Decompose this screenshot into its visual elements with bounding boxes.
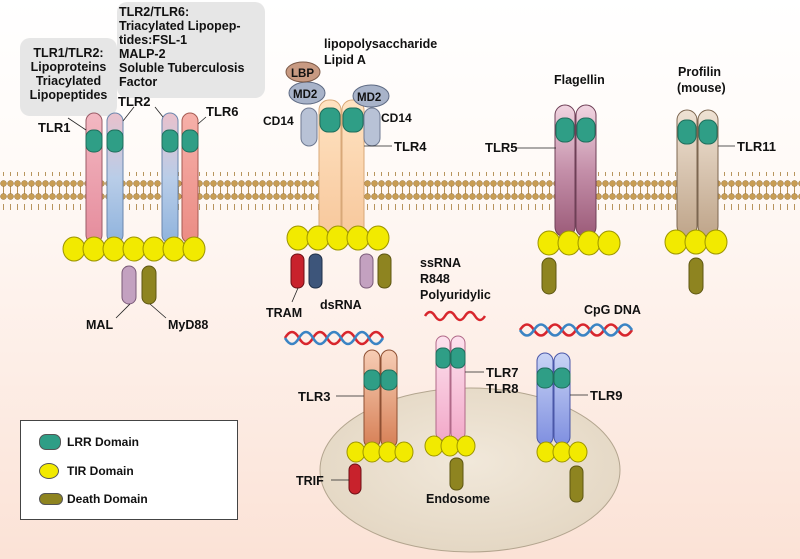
tlr1-tlr2-heterodimer [85,112,124,244]
tlr1-tlr2-ligand-text: TLR1/TLR2: Lipoproteins Triacylated Lipo… [20,46,117,102]
tlr5-death-domain [541,257,557,295]
tlr3-label: TLR3 [298,389,331,404]
ssrna-strand [423,310,487,322]
plasma-membrane [0,172,800,210]
tlr8-label: TLR8 [486,381,519,396]
tir-domains-tlr11 [664,229,728,255]
tir-domain-swatch [39,463,59,479]
domain-legend: LRR Domain TIR Domain Death Domain [20,420,238,520]
lps-label: lipopolysaccharide [324,37,437,51]
tlr4-label: TLR4 [394,139,427,154]
tir-domains-tlr9 [536,441,588,463]
profilin-label: Profilin [678,65,721,79]
callout-line: Lipopeptides [29,88,108,102]
tlr9-dimer [536,352,571,446]
tlr11-death-domain [688,257,704,295]
tlr7-tlr8-dimer [435,335,466,441]
callout-line: tides:FSL-1 [119,33,188,47]
tlr5-dimer [554,104,597,238]
legend-label-death: Death Domain [67,492,148,506]
tram-adaptor [290,253,305,289]
dsrna-helix [283,330,385,346]
tlr2-label: TLR2 [118,94,151,109]
legend-item-tir: TIR Domain [39,462,134,480]
death-domain-swatch [39,493,63,505]
legend-item-death: Death Domain [39,490,148,508]
trif-label: TRIF [296,474,324,488]
r848-label: R848 [420,272,450,286]
md2-right-label: MD2 [357,92,381,104]
tir-domains-tlr4 [286,225,390,251]
tir-domains-tlr5 [537,230,621,256]
tlr5-label: TLR5 [485,140,518,155]
callout-line: Triacylated Lipopep- [119,19,241,33]
tlr1-label: TLR1 [38,120,71,135]
callout-line: Lipoproteins [30,60,107,74]
callout-line: MALP-2 [119,47,166,61]
dsrna-label: dsRNA [320,298,362,312]
callout-line: TLR2/TLR6: [119,5,190,19]
endosome-label: Endosome [426,492,490,506]
tram-partner-adaptor [308,253,323,289]
callout-line: Triacylated [35,74,102,88]
legend-item-lrr: LRR Domain [39,433,139,451]
lbp-label: LBP [291,68,314,80]
tlr7-death-domain [449,457,464,491]
cpg-dna-label: CpG DNA [584,303,641,317]
ssrna-label: ssRNA [420,256,461,270]
md2-left-label: MD2 [293,89,317,101]
myd88-adaptor [141,265,157,305]
tir-domains-tlr7-tlr8 [424,435,476,457]
callout-line: TLR1/TLR2: [33,46,104,60]
lipid-a-label: Lipid A [324,53,366,67]
tlr4-mal-adaptor [359,253,374,289]
flagellin-label: Flagellin [554,73,605,87]
mal-label: MAL [86,318,113,332]
tir-domains-tlr1-2-6 [62,236,206,262]
tlr1-tlr2-ligand-box [20,38,117,116]
tir-domains-tlr3 [346,441,414,463]
tlr4-myd88-adaptor [377,253,392,289]
tlr9-death-domain [569,465,584,503]
tlr9-label: TLR9 [590,388,623,403]
tlr2-tlr6-ligand-text: TLR2/TLR6: Triacylated Lipopep- tides:FS… [119,5,265,89]
tlr2-tlr6-ligand-box [117,2,265,98]
tlr3-dimer [363,349,398,449]
myd88-label: MyD88 [168,318,208,332]
profilin-mouse-label: (mouse) [677,81,726,95]
tlr11-label: TLR11 [737,139,776,154]
tlr4-complex [285,61,390,239]
cd14-right-label: CD14 [381,111,412,125]
tlr6-label: TLR6 [206,104,239,119]
callout-line: Factor [119,75,158,89]
mal-adaptor [121,265,137,305]
lrr-domain-swatch [39,434,61,450]
cpg-dna-helix [518,323,634,337]
polyuridylic-label: Polyuridylic [420,288,491,302]
trif-adaptor [348,463,362,495]
legend-label-lrr: LRR Domain [67,435,139,449]
callout-line: Soluble Tuberculosis [119,61,245,75]
tlr11-dimer [676,109,719,237]
cd14-left-label: CD14 [263,114,294,128]
tram-label: TRAM [266,306,302,320]
legend-label-tir: TIR Domain [67,464,134,478]
tlr7-label: TLR7 [486,365,519,380]
